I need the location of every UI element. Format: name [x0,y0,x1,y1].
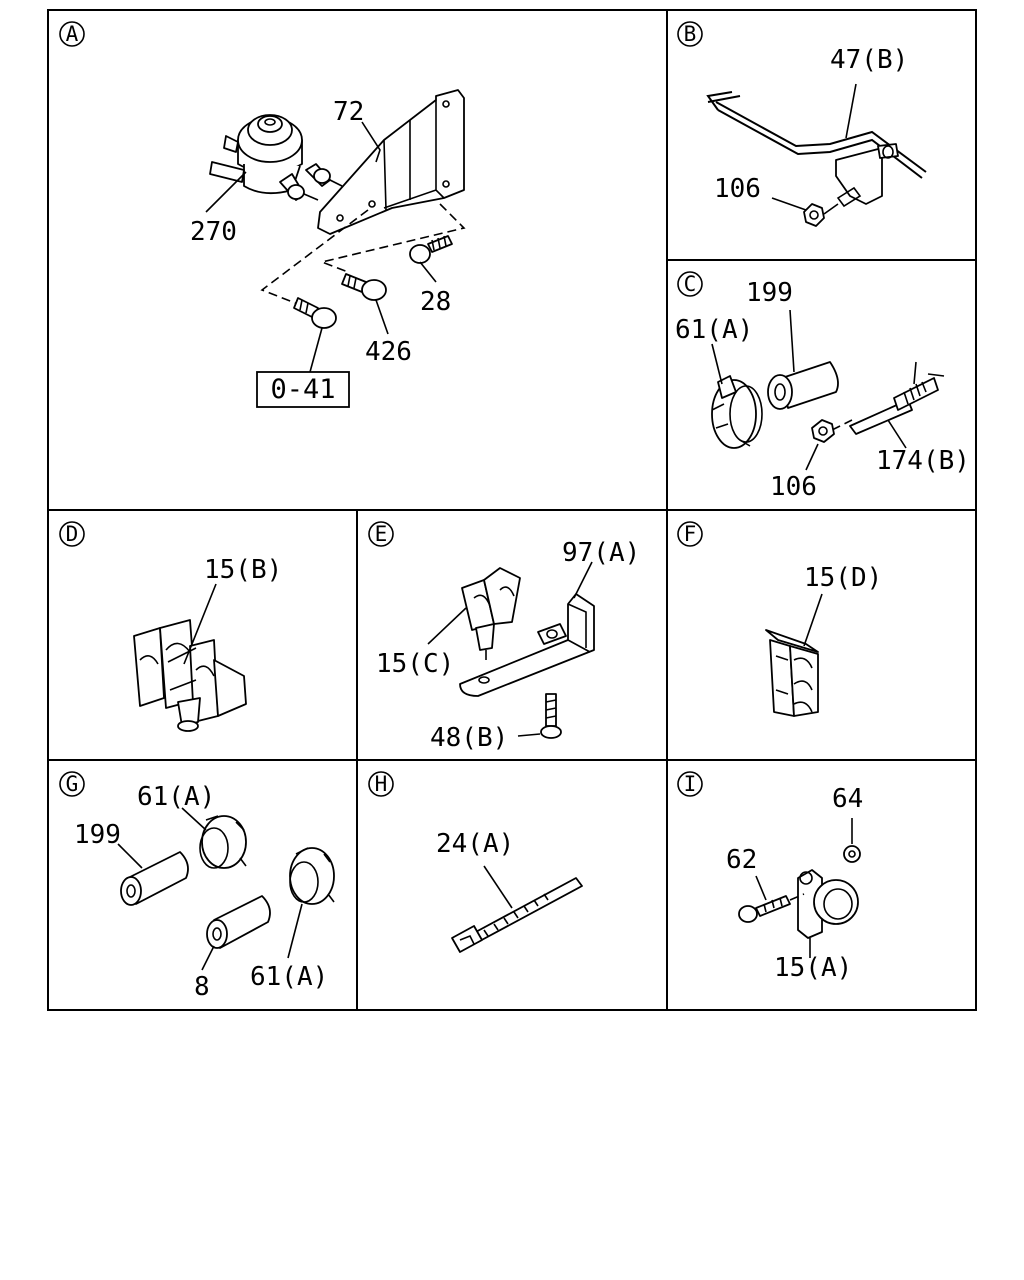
part-label: 426 [365,337,412,367]
clamp-illustration [133,619,247,732]
part-label: 97(A) [562,538,640,568]
tube-illustration [120,851,189,906]
nut-illustration [811,419,835,443]
panel-g: 61(A) 199 8 61(A) [74,782,335,1002]
panel-letter-h: H [375,772,388,796]
panel-letters: A B C D E F G H I [59,21,703,797]
panel-grid [47,9,977,1011]
washer-illustration [843,845,861,863]
pipe-illustration [706,91,927,205]
bolt-illustration [341,273,387,301]
clip-illustration [711,375,763,449]
panel-b: 47(B) 106 [706,45,927,227]
part-label: 15(C) [376,649,454,679]
panel-a: 72 270 28 426 0-41 [190,89,466,408]
part-label: 270 [190,217,237,247]
clamp-illustration [765,629,819,717]
tube-illustration [206,895,271,949]
bolt-illustration [540,693,562,739]
panel-c: 199 61(A) 106 174(B) [675,278,970,502]
part-label: 47(B) [830,45,908,75]
panel-h: 24(A) [436,829,583,953]
part-label: 106 [714,174,761,204]
part-label: 199 [74,820,121,850]
nut-illustration [803,186,862,227]
part-label: 8 [194,972,210,1002]
part-label: 64 [832,784,863,814]
panel-letter-a: A [66,22,79,46]
part-label: 48(B) [430,723,508,753]
panel-letter-b: B [684,22,697,46]
part-label: 61(A) [250,962,328,992]
part-label: 15(A) [774,953,852,983]
regulator-illustration [209,114,343,201]
panel-letter-i: I [684,772,697,796]
part-label: 15(D) [804,563,882,593]
panel-d: 15(B) [133,555,282,732]
part-label: 61(A) [675,315,753,345]
clip-illustration [289,847,335,905]
part-label: 15(B) [204,555,282,585]
part-label: 72 [333,97,364,127]
part-label: 199 [746,278,793,308]
part-label: 62 [726,845,757,875]
cable-tie-illustration [451,877,583,953]
part-label: 174(B) [876,446,970,476]
reference-box [256,371,350,408]
bolt-illustration [293,297,337,329]
panel-letter-d: D [66,522,79,546]
bracket-illustration [317,89,465,235]
panel-f: 15(D) [765,563,882,717]
panel-i: 64 62 15(A) [726,784,863,983]
bolt-illustration [409,235,453,264]
part-label: 106 [770,472,817,502]
clip-illustration [199,815,247,869]
tube-illustration [767,361,839,410]
part-label: 28 [420,287,451,317]
reference-box-label: 0-41 [270,374,335,405]
clip-illustration [461,567,521,660]
part-label: 61(A) [137,782,215,812]
bolt-illustration [738,893,805,923]
panel-letter-c: C [684,272,697,296]
part-label: 24(A) [436,829,514,859]
panel-letter-f: F [684,522,697,546]
pin-illustration [831,361,945,435]
bracket-illustration [459,593,595,697]
panel-letter-g: G [66,772,79,796]
clamp-illustration [797,869,859,939]
panel-e: 97(A) 15(C) 48(B) [376,538,640,753]
panel-letter-e: E [375,522,388,546]
